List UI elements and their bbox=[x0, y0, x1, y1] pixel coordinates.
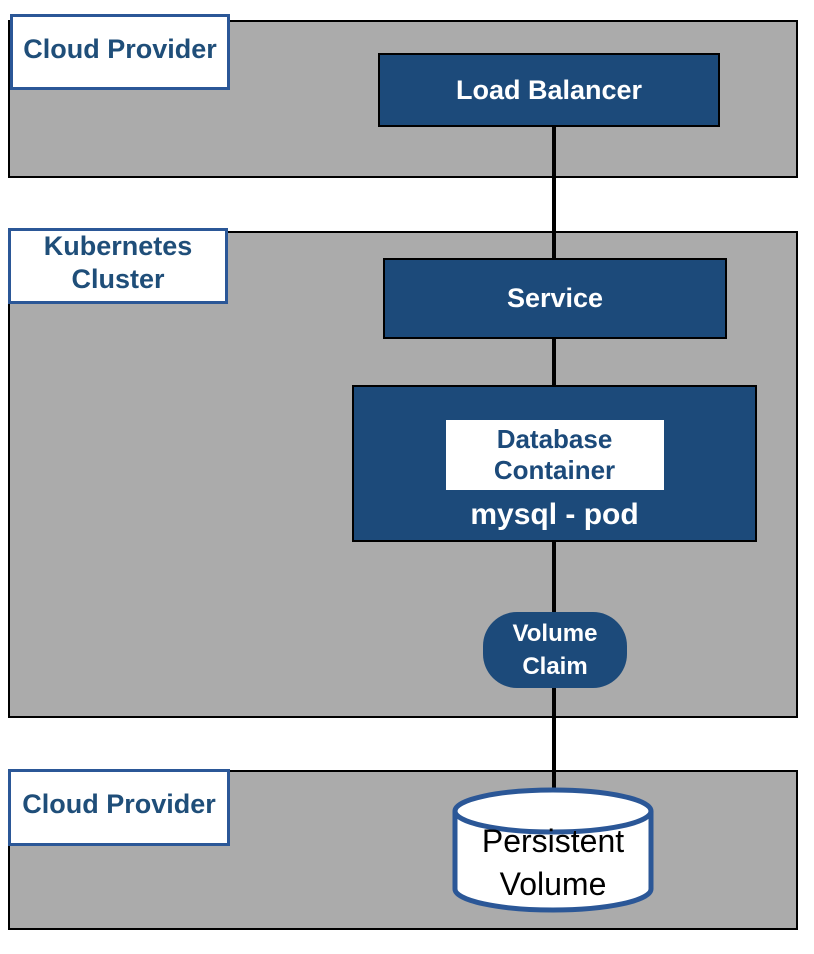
node-label-line2: Container bbox=[493, 455, 616, 485]
node-label-line2: Volume bbox=[499, 866, 607, 902]
label-text: Cloud Provider bbox=[22, 789, 216, 819]
node-label-line1: Database bbox=[496, 424, 613, 454]
label-cloud-provider-bottom: Cloud Provider bbox=[8, 769, 230, 846]
label-text-line2: Cluster bbox=[71, 264, 165, 294]
node-load-balancer: Load Balancer bbox=[378, 53, 720, 127]
node-volume-claim: Volume Claim bbox=[483, 612, 627, 688]
label-text: Cloud Provider bbox=[23, 33, 217, 64]
node-mysql-pod: Database Container mysql - pod bbox=[352, 385, 757, 542]
node-label-line1: Persistent bbox=[481, 823, 625, 859]
node-label: Persistent Volume bbox=[451, 820, 655, 906]
label-text-line1: Kubernetes bbox=[43, 231, 193, 261]
label-kubernetes-cluster: Kubernetes Cluster bbox=[8, 228, 228, 304]
pod-name-label: mysql - pod bbox=[470, 498, 639, 531]
node-label-line1: Volume bbox=[512, 620, 598, 647]
node-service: Service bbox=[383, 258, 727, 339]
node-label: Service bbox=[506, 283, 604, 313]
node-label-line2: Claim bbox=[522, 653, 588, 680]
node-label: Load Balancer bbox=[455, 74, 643, 105]
cylinder-icon bbox=[452, 787, 654, 913]
node-persistent-volume: Persistent Volume bbox=[451, 786, 655, 914]
label-cloud-provider-top: Cloud Provider bbox=[10, 14, 230, 90]
node-database-container: Database Container bbox=[445, 420, 664, 490]
